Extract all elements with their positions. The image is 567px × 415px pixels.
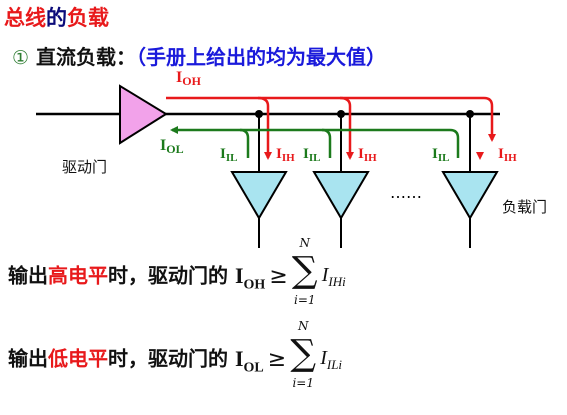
iih-label: IIH: [498, 146, 517, 164]
ioh-label: IOH: [176, 69, 202, 88]
load-gate: [312, 171, 370, 220]
iol-label: IOL: [160, 137, 184, 156]
driver-gate-label: 驱动门: [62, 158, 107, 176]
iih-label: IIH: [358, 146, 377, 164]
ioh-current: [166, 96, 496, 160]
ellipsis: ……: [390, 183, 422, 202]
section-heading: ① 直流负载：（手册上给出的均为最大值）: [12, 45, 387, 69]
summation-symbol: N∑i=1: [291, 236, 318, 307]
summation-symbol: N∑i=1: [290, 319, 317, 390]
iil-label: IIL: [220, 146, 237, 164]
bus-load-diagram: 驱动门 …… 负载门 IOH IOL IIL IIH IIL IIH IIL I…: [36, 69, 547, 248]
iil-label: IIL: [432, 146, 449, 164]
slide-title: 总线的负载: [4, 5, 109, 30]
item-marker: ①: [12, 47, 30, 69]
driver-gate: [119, 84, 168, 145]
load-gate-label: 负载门: [502, 198, 547, 216]
iil-label: IIL: [303, 146, 320, 164]
load-gate: [441, 171, 499, 220]
iol-current: [170, 126, 460, 158]
iih-label: IIH: [276, 146, 295, 164]
heading-note: （手册上给出的均为最大值）: [136, 45, 387, 69]
load-gate: [230, 171, 288, 220]
